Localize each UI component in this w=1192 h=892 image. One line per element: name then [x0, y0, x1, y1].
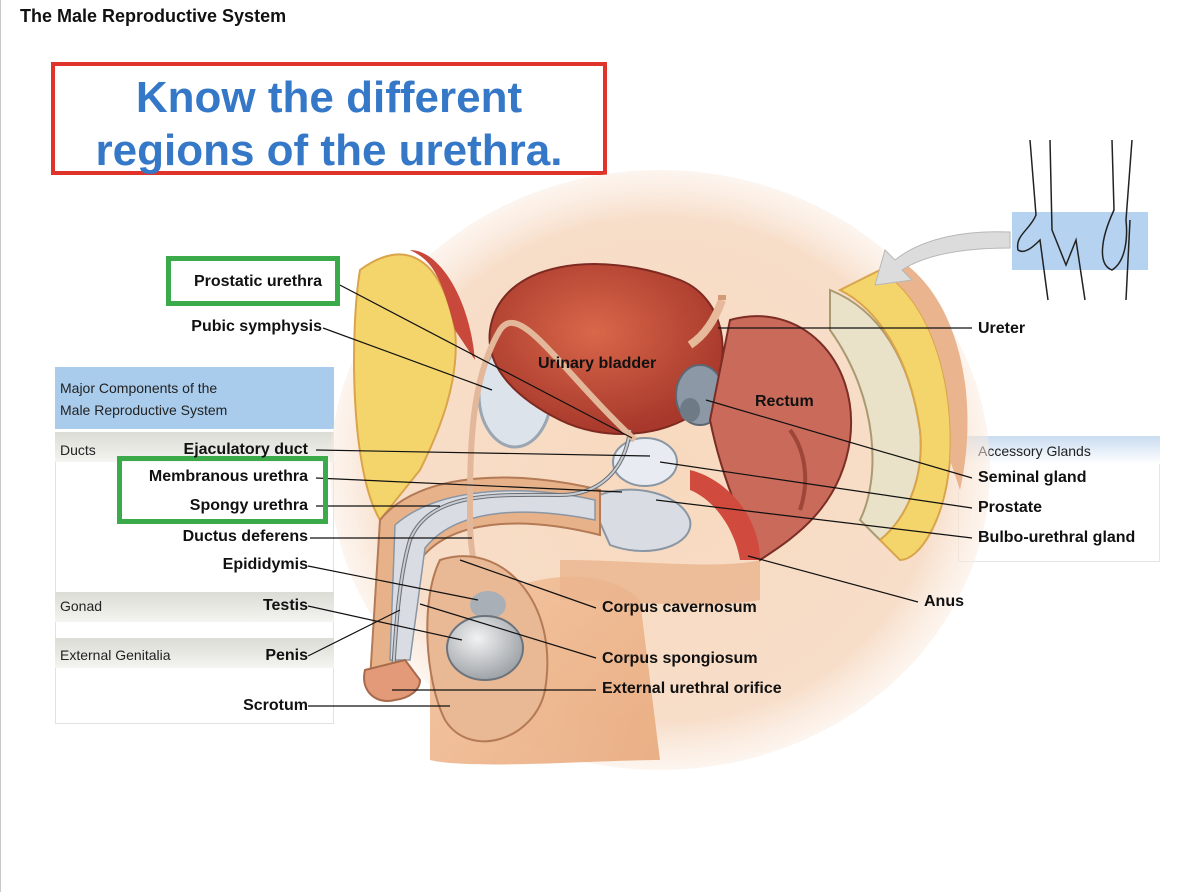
category-external-genitalia: External Genitalia	[60, 647, 171, 663]
label-ejaculatory-duct: Ejaculatory duct	[183, 441, 308, 458]
label-anus: Anus	[924, 593, 964, 610]
ureter-tube	[687, 298, 726, 349]
label-membranous-urethra: Membranous urethra	[148, 468, 308, 485]
rectum-shape	[708, 315, 853, 562]
leader-ejaculatory-duct	[315, 449, 651, 457]
page-edge-rule	[0, 0, 1, 892]
label-corpus-cavernosum: Corpus cavernosum	[602, 599, 757, 616]
highlight-prostatic-urethra	[166, 256, 340, 306]
glans	[363, 658, 422, 702]
leader-corpus-spongiosum	[419, 603, 597, 659]
leader-penis	[307, 609, 401, 657]
leader-testis	[307, 605, 463, 641]
label-epididymis: Epididymis	[222, 556, 308, 573]
label-external-urethral-orifice: External urethral orifice	[602, 680, 782, 697]
category-gonad: Gonad	[60, 598, 103, 614]
prostate-shape	[612, 437, 678, 487]
leader-lines	[307, 282, 973, 707]
page-title: The Male Reproductive System	[20, 6, 287, 26]
highlight-membranous-spongy-urethra	[117, 456, 328, 524]
label-ureter: Ureter	[978, 320, 1026, 337]
label-pubic-symphysis: Pubic symphysis	[191, 318, 322, 335]
perineum-skin	[560, 560, 760, 605]
accessory-glands-header: Accessory Glands	[958, 436, 1160, 464]
leader-membranous-urethra	[315, 477, 623, 493]
callout-line-2: regions of the urethra.	[95, 126, 563, 175]
leader-anus	[747, 555, 919, 603]
epididymis-shape	[470, 591, 506, 619]
label-scrotum: Scrotum	[243, 697, 308, 714]
label-seminal-gland: Seminal gland	[978, 469, 1087, 486]
leader-seminal-gland	[705, 399, 973, 479]
orientation-arrow-icon	[874, 231, 1011, 286]
label-spongy-urethra: Spongy urethra	[189, 497, 308, 514]
bulb-of-penis	[588, 488, 692, 552]
leader-pubic-symphysis	[322, 327, 493, 391]
leader-corpus-cavernosum	[459, 559, 597, 609]
abdominal-muscle	[410, 250, 475, 360]
leader-epididymis	[307, 565, 479, 601]
components-header-line-1: Major Components of the	[60, 380, 218, 396]
label-urinary-bladder: Urinary bladder	[538, 355, 657, 372]
leader-prostate	[659, 461, 973, 509]
leader-prostatic-urethra	[335, 282, 633, 439]
gonad-row-band	[55, 592, 334, 622]
corpus-cavernosum-shape	[389, 490, 596, 661]
back-fat	[837, 268, 952, 562]
label-prostate: Prostate	[978, 499, 1043, 516]
label-penis: Penis	[265, 647, 308, 664]
genitalia-row-band	[55, 638, 334, 668]
label-testis: Testis	[262, 597, 308, 614]
category-ducts: Ducts	[60, 442, 96, 458]
testis-shape	[446, 615, 524, 681]
label-corpus-spongiosum: Corpus spongiosum	[602, 650, 758, 667]
label-rectum: Rectum	[755, 393, 814, 410]
urethra-callout-box: Know the different regions of the urethr…	[51, 62, 607, 175]
label-ductus-deferens: Ductus deferens	[182, 528, 308, 545]
label-prostatic-urethra: Prostatic urethra	[193, 273, 322, 290]
components-header-line-2: Male Reproductive System	[60, 402, 228, 418]
label-bulbo-urethral-gland: Bulbo-urethral gland	[978, 529, 1136, 546]
callout-line-1: Know the different	[135, 73, 523, 122]
leader-bulbo-urethral-gland	[655, 499, 973, 539]
components-table-header: Major Components of the Male Reproductiv…	[55, 367, 334, 429]
abdominal-fat	[353, 253, 457, 522]
body-orientation-icon	[1012, 139, 1148, 301]
back-skin	[880, 260, 968, 490]
